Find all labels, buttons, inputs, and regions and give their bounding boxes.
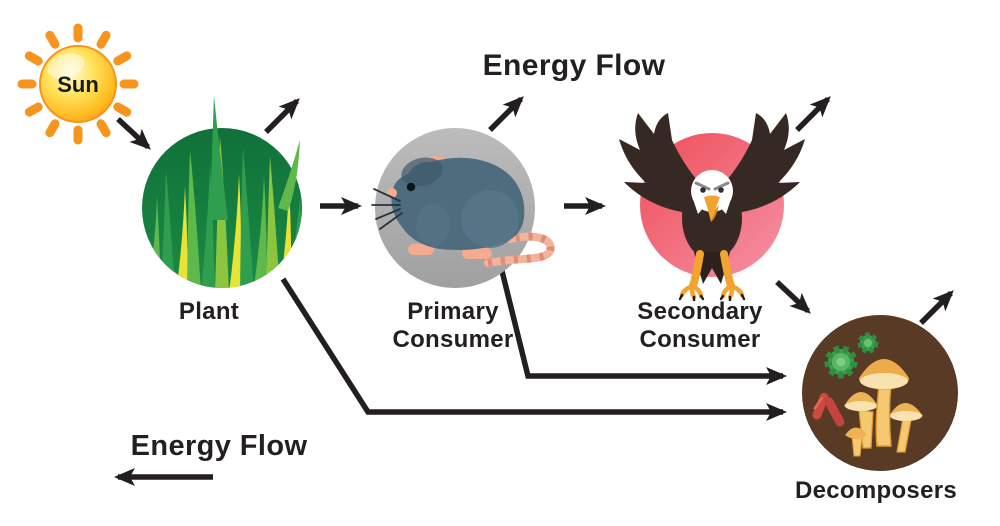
arrow-primary-loss-up (488, 96, 524, 132)
grass-icon (142, 96, 302, 288)
arrow-plant-to-decomposers (280, 277, 787, 421)
secondary-consumer-label: Secondary Consumer (637, 298, 762, 354)
sun-disc (39, 45, 117, 123)
energy-flow-title-top: Energy Flow (482, 49, 666, 82)
primary-consumer-label-line1: Primary (407, 298, 499, 325)
eagle-icon (619, 113, 805, 301)
arrow-secondary-to-decomposers (775, 279, 811, 314)
arrow-primary-to-decomposers (499, 270, 787, 385)
arrow-plant-loss-up (264, 98, 300, 134)
sun-label: Sun (57, 72, 99, 97)
bacteria-icons (812, 392, 845, 427)
decomposers-icon (802, 315, 958, 471)
grass-blade-right (278, 140, 300, 211)
virus-icons (824, 332, 879, 379)
arrow-sun-to-plant (116, 116, 151, 150)
sun-rays (17, 23, 139, 145)
arrow-secondary-loss-up (795, 96, 831, 132)
energy-flow-title-bottom: Energy Flow (130, 430, 308, 462)
mouse-figure (371, 156, 555, 267)
grass-blade-tall (210, 96, 228, 220)
mouse-icon (371, 128, 555, 288)
arrow-decomposers-loss-up (919, 290, 954, 325)
eagle-figure (619, 113, 805, 301)
primary-consumer-label: Primary Consumer (392, 298, 513, 354)
decomposers-label: Decomposers (794, 477, 958, 504)
plant-label: Plant (178, 298, 240, 325)
primary-consumer-label-line2: Consumer (392, 326, 514, 353)
secondary-consumer-label-line2: Consumer (639, 326, 761, 353)
mushroom-icons (844, 359, 923, 457)
secondary-consumer-label-line1: Secondary (637, 298, 763, 325)
sun-icon (17, 23, 139, 145)
